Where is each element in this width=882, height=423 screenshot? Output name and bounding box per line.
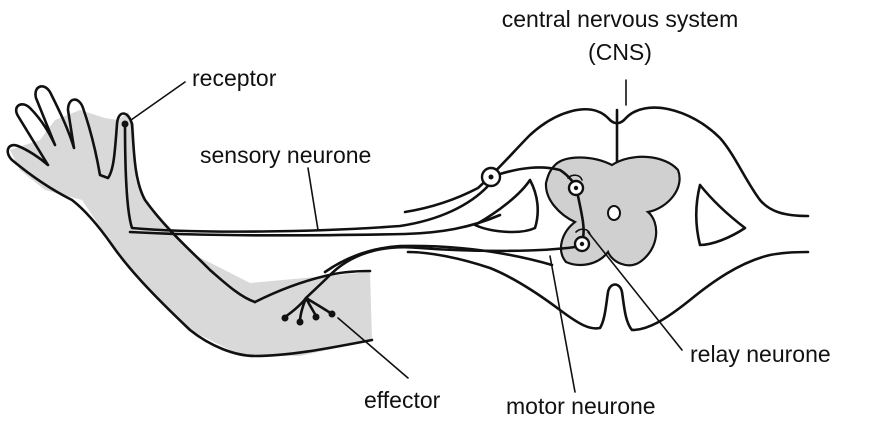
label-cns-line2: (CNS) [588, 39, 652, 65]
label-relay-neurone: relay neurone [690, 341, 831, 367]
label-cns-line1: central nervous system [502, 6, 738, 32]
motor-end-plate-3 [313, 314, 320, 321]
white-matter-right [696, 185, 745, 245]
motor-end-plate-4 [329, 311, 336, 318]
motor-nucleus [580, 242, 584, 246]
label-motor-neurone: motor neurone [506, 393, 656, 419]
motor-end-plate-1 [282, 315, 289, 322]
leader-effector [338, 318, 408, 378]
label-receptor: receptor [192, 65, 277, 91]
sensory-nucleus [489, 175, 494, 180]
leader-motor [550, 256, 575, 392]
relay-nucleus-upper [574, 186, 578, 190]
receptor-ending [122, 121, 129, 128]
sensory-neurone-path [125, 124, 488, 232]
label-sensory-neurone: sensory neurone [200, 142, 371, 168]
motor-end-plate-2 [297, 319, 304, 326]
central-canal [608, 206, 620, 220]
leader-sensory [308, 168, 318, 230]
spinal-nerve-upper [130, 215, 500, 235]
spinal-cord-outline-lower [408, 252, 808, 330]
label-effector: effector [364, 387, 441, 413]
leader-receptor [131, 82, 185, 120]
